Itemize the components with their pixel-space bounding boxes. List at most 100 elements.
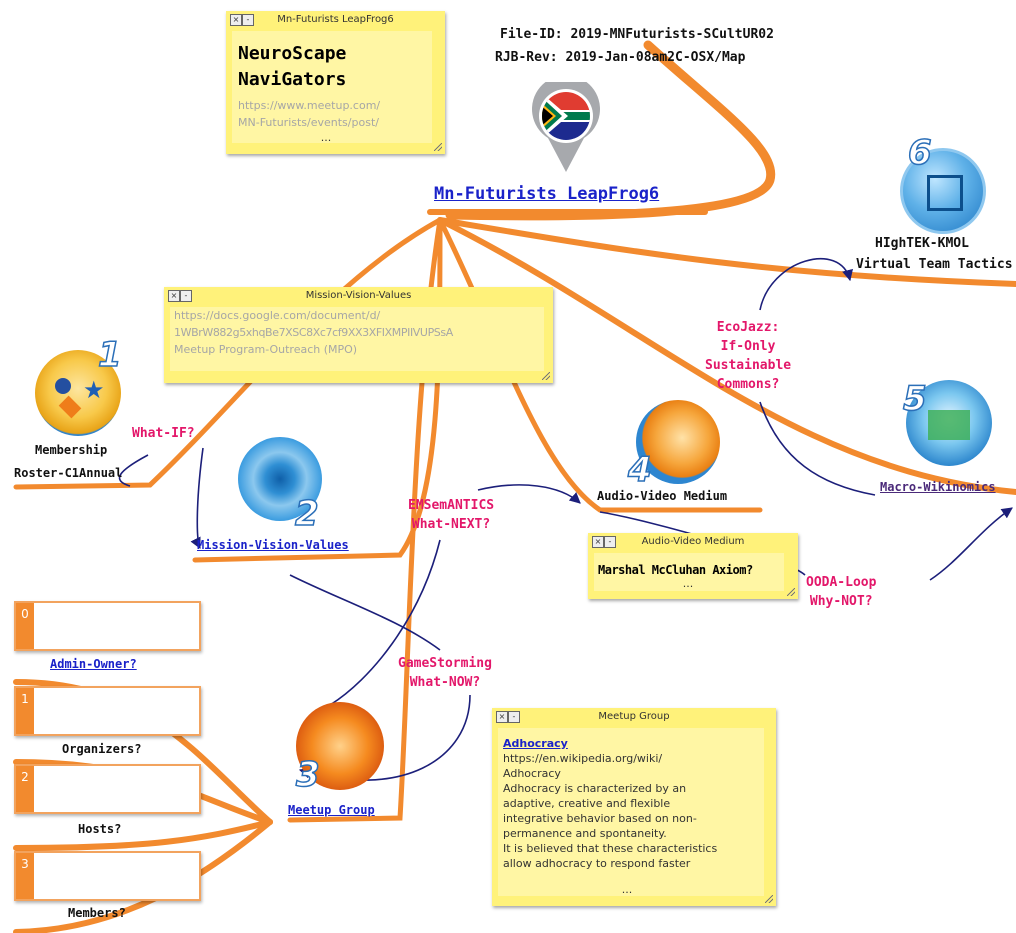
role-box-hosts[interactable]: 2 (14, 764, 201, 814)
note-doc-url-2[interactable]: 1WBrW882g5xhqBe7XSC8Xc7cf9XX3XFIXMPIIVUP… (174, 326, 453, 339)
resize-grip-icon[interactable] (765, 895, 773, 903)
resize-grip-icon[interactable] (434, 143, 442, 151)
eye-badge-icon (238, 437, 322, 521)
note-mission-vision-values[interactable]: × - Mission-Vision-Values https://docs.g… (164, 287, 553, 383)
note-audio-body: Marshal McCluhan Axiom? (598, 563, 753, 577)
relation-ooda (929, 507, 1013, 581)
role-index: 0 (21, 607, 29, 621)
minimize-icon[interactable]: - (508, 711, 520, 723)
topic-admin-owner[interactable]: Admin-Owner? (50, 657, 137, 671)
badge-number-2: 2 (294, 494, 319, 534)
relation-label-line: What-NEXT? (411, 517, 491, 532)
note-title: Audio-Video Medium (641, 536, 745, 547)
resize-grip-icon[interactable] (787, 588, 795, 596)
note-heading-2: NaviGators (238, 69, 347, 90)
role-box-members[interactable]: 3 (14, 851, 201, 901)
close-icon[interactable]: × (230, 14, 242, 26)
badge-number-6: 6 (907, 133, 932, 173)
note-line: Adhocracy is characterized by an (503, 782, 687, 795)
note-leapfrog[interactable]: × - Mn-Futurists LeapFrog6 NeuroScape Na… (226, 11, 445, 154)
relation-label-line: EMSemANTICS (408, 498, 495, 513)
topic-membership-line1[interactable]: Membership (35, 443, 108, 457)
relation-label-line: GameStorming (398, 656, 492, 671)
close-icon[interactable]: × (496, 711, 508, 723)
topic-mission-values[interactable]: Mission-Vision-Values (197, 538, 349, 552)
role-index-tab: 3 (16, 853, 34, 899)
note-doc-url-1[interactable]: https://docs.google.com/document/d/ (174, 309, 381, 322)
network-badge-icon (296, 702, 384, 790)
badge-number-4: 4 (627, 450, 652, 490)
virtual-cube-badge-icon (900, 148, 986, 234)
note-more: ... (621, 883, 633, 896)
central-topic[interactable]: Mn-Futurists LeapFrog6 (434, 184, 660, 204)
file-id-label: File-ID: 2019-MNFuturists-SCultUR02 (500, 27, 774, 42)
role-index-tab: 1 (16, 688, 34, 734)
relation-label-what-if[interactable]: What-IF? (132, 426, 195, 441)
relation-emsemantics-down (329, 539, 441, 706)
note-line: https://en.wikipedia.org/wiki/ (503, 752, 663, 765)
branch-members (13, 819, 273, 851)
relation-label-line: Commons? (716, 377, 780, 392)
note-doc-caption: Meetup Program-Outreach (MPO) (174, 343, 358, 356)
role-box-organizers[interactable]: 1 (14, 686, 201, 736)
minimize-icon[interactable]: - (242, 14, 254, 26)
topic-hightek-line2[interactable]: Virtual Team Tactics (856, 257, 1013, 272)
relation-label-line: If-Only (720, 339, 776, 354)
role-index: 1 (21, 692, 29, 706)
topic-hightek-line1[interactable]: HIghTEK-KMOL (875, 236, 969, 251)
note-titlebar[interactable]: × - Audio-Video Medium (588, 533, 798, 551)
relation-label-emsemantics[interactable]: EMSemANTICS What-NEXT? (408, 496, 494, 534)
note-title: Mn-Futurists LeapFrog6 (277, 14, 394, 25)
close-icon[interactable]: × (592, 536, 604, 548)
note-url-1[interactable]: https://www.meetup.com/ (238, 99, 381, 112)
badge-number-5: 5 (902, 379, 927, 419)
relation-label-line: Why-NOT? (809, 594, 873, 609)
note-titlebar[interactable]: × - Meetup Group (492, 708, 776, 726)
role-index-tab: 2 (16, 766, 34, 812)
close-icon[interactable]: × (168, 290, 180, 302)
note-title: Mission-Vision-Values (305, 290, 412, 301)
relation-label-ooda[interactable]: OODA-Loop Why-NOT? (806, 573, 876, 611)
note-heading-1: NeuroScape (238, 43, 347, 64)
relation-label-ecojazz[interactable]: EcoJazz: If-Only Sustainable Commons? (705, 318, 791, 394)
branch-audio (437, 217, 763, 513)
wiki-blocks-badge-icon (906, 380, 992, 466)
topic-meetup-group[interactable]: Meetup Group (288, 803, 375, 817)
relation-label-line: Sustainable (705, 358, 792, 373)
minimize-icon[interactable]: - (604, 536, 616, 548)
note-titlebar[interactable]: × - Mission-Vision-Values (164, 287, 553, 305)
branch-macro (437, 217, 1016, 495)
branch-file-id (445, 40, 776, 221)
role-box-admin[interactable]: 0 (14, 601, 201, 651)
topic-hosts[interactable]: Hosts? (78, 822, 122, 836)
note-audio-video-medium[interactable]: × - Audio-Video Medium Marshal McCluhan … (588, 533, 798, 599)
note-url-2[interactable]: MN-Futurists/events/post/ (238, 116, 379, 129)
note-titlebar[interactable]: × - Mn-Futurists LeapFrog6 (226, 11, 445, 29)
note-line: allow adhocracy to respond faster (503, 857, 691, 870)
branch-mission (192, 217, 443, 563)
resize-grip-icon[interactable] (542, 372, 550, 380)
note-adhocracy-link[interactable]: Adhocracy (503, 737, 568, 750)
topic-audio-video[interactable]: Audio-Video Medium (597, 489, 728, 503)
topic-organizers[interactable]: Organizers? (62, 742, 142, 756)
minimize-icon[interactable]: - (180, 290, 192, 302)
note-adhocracy-text: https://en.wikipedia.org/wiki/ Adhocracy… (503, 751, 717, 871)
note-meetup-group[interactable]: × - Meetup Group Adhocracy https://en.wi… (492, 708, 776, 906)
role-index: 3 (21, 857, 29, 871)
relation-label-line: What-NOW? (409, 675, 481, 690)
topic-membership-line2[interactable]: Roster-C1Annual (14, 466, 123, 480)
topic-macro-wikinomics[interactable]: Macro-Wikinomics (880, 480, 996, 494)
relation-gamestorming (289, 574, 441, 651)
note-more: ... (682, 577, 694, 590)
note-line: Adhocracy (503, 767, 561, 780)
role-index-tab: 0 (16, 603, 34, 649)
relation-label-gamestorming[interactable]: GameStorming What-NOW? (398, 654, 492, 692)
relation-label-line: OODA-Loop (806, 575, 877, 590)
role-index: 2 (21, 770, 29, 784)
note-line: integrative behavior based on non- (503, 812, 697, 825)
badge-number-3: 3 (295, 755, 320, 795)
note-line: It is believed that these characteristic… (503, 842, 718, 855)
relation-label-line: EcoJazz: (716, 320, 780, 335)
relation-ecojazz-down (759, 401, 876, 496)
topic-members[interactable]: Members? (68, 906, 126, 920)
